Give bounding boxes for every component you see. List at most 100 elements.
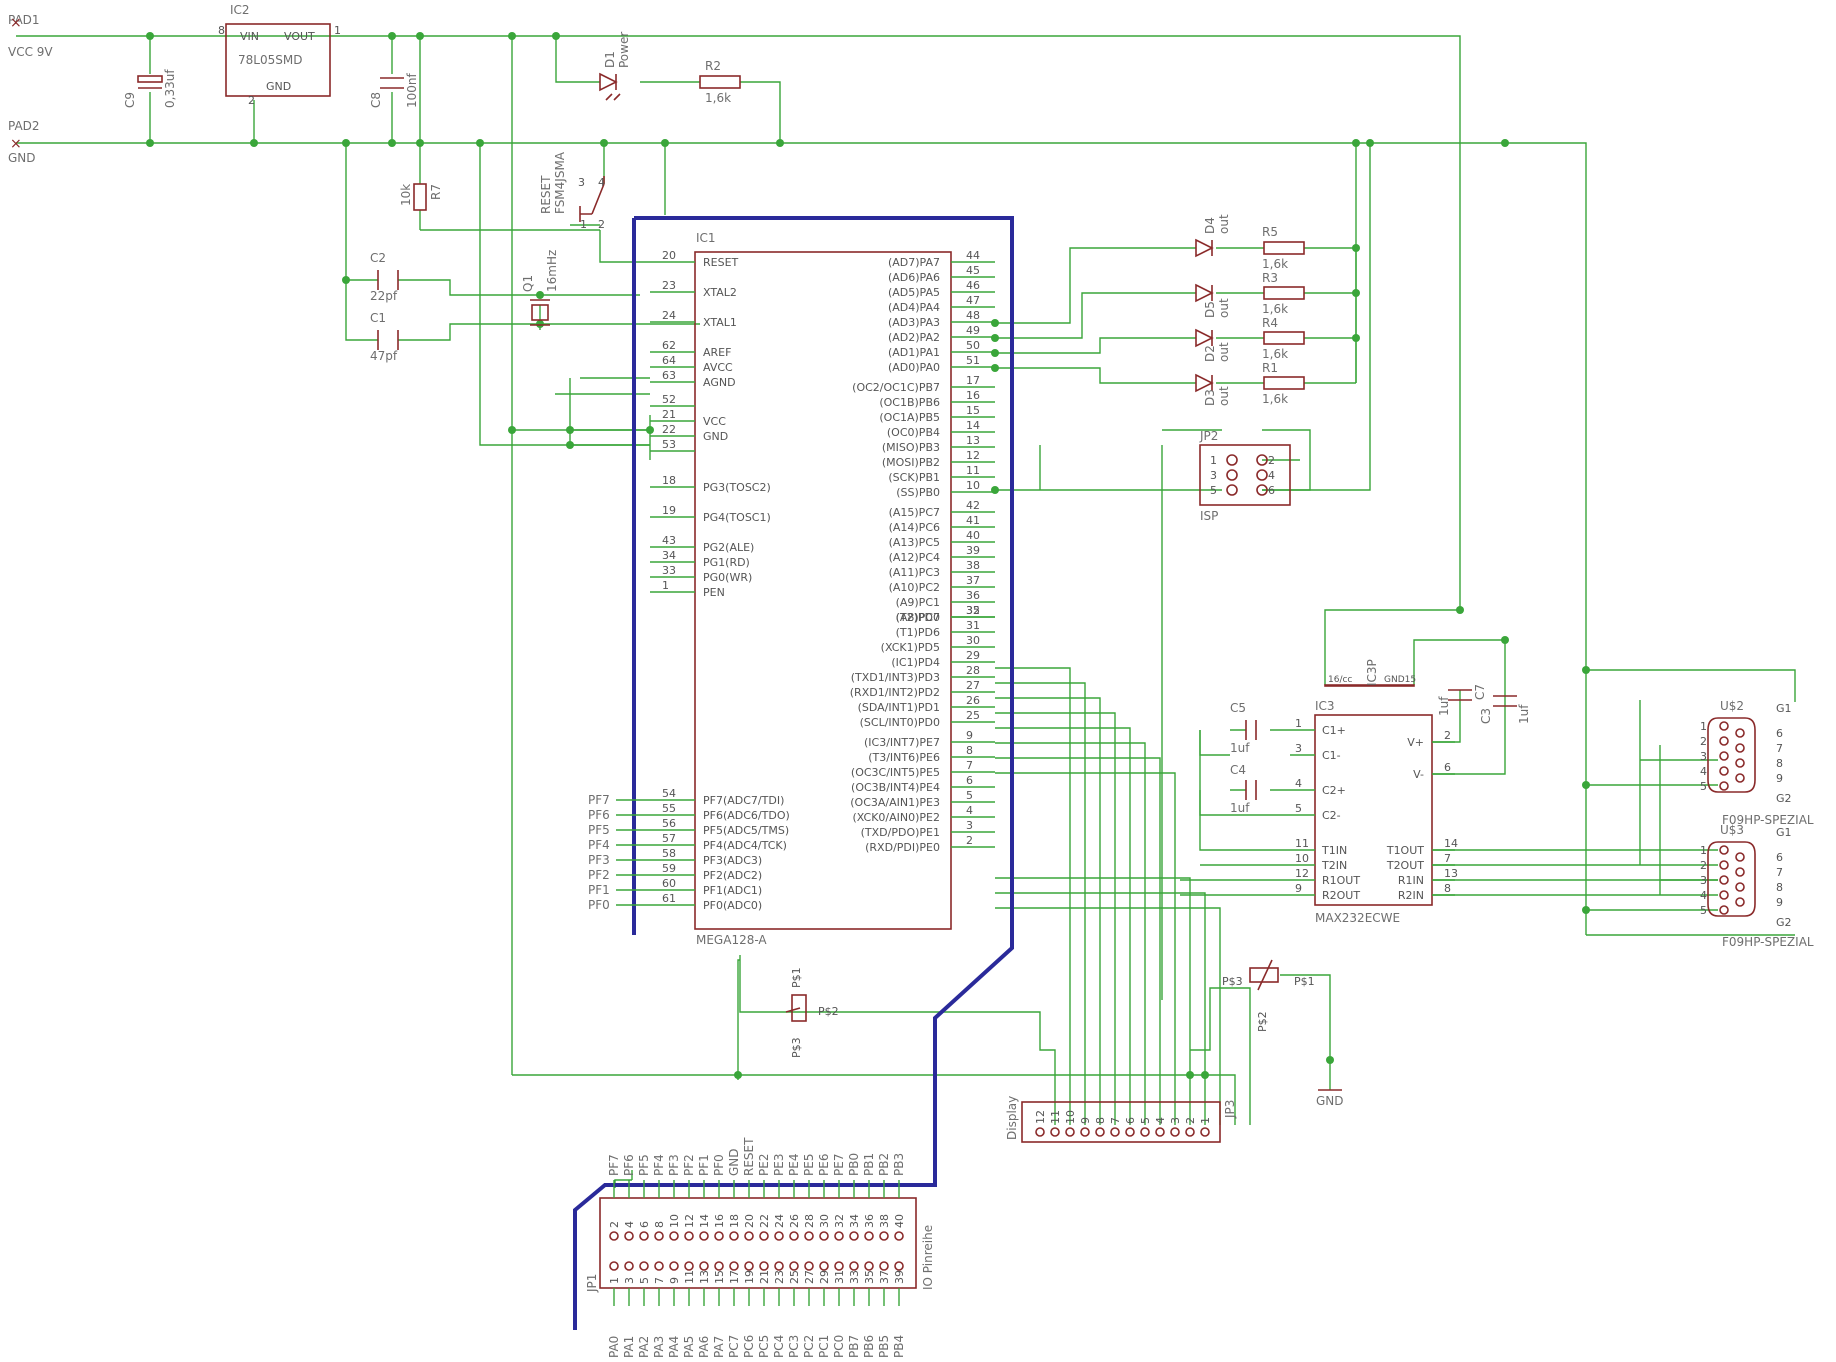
- capacitor-c5: C5 1uf: [1230, 701, 1257, 755]
- d1-name: D1: [603, 51, 617, 68]
- jp1-odd-pin-number: 11: [683, 1270, 696, 1284]
- ic3-left-pins: 1C1+3C1-4C2+5C2-11T1IN10T2IN12R1OUT9R2OU…: [1290, 717, 1360, 902]
- c8-name: C8: [369, 92, 383, 108]
- ic1-left-pin-label: PF2(ADC2): [703, 869, 762, 882]
- jp3-pin-circle: [1050, 1127, 1060, 1137]
- pot2-pin-3: P$3: [1222, 975, 1243, 988]
- ic1-right-pin-label: (A9)PC1: [896, 596, 940, 609]
- ic1-right-pin-label: (OC1B)PB6: [879, 396, 940, 409]
- potentiometer-1: P$1 P$2 P$3: [785, 967, 839, 1058]
- resistor-r1: R1 1,6k: [1262, 361, 1305, 406]
- dsub-left-pin-number: 1: [1700, 844, 1707, 857]
- ic3-left-pin-label: T2IN: [1321, 859, 1347, 872]
- jp1-odd-pin-number: 35: [863, 1270, 876, 1284]
- r2-value: 1,6k: [705, 91, 731, 105]
- ic1-left-pin-label: GND: [703, 430, 728, 443]
- jp1-pins: 21PF7PA043PF6PA165PF5PA287PF4PA3109PF3PA…: [607, 1137, 906, 1358]
- jp1-bottom-label: PC1: [817, 1335, 831, 1358]
- ic1-right-pin-number: 25: [966, 709, 980, 722]
- ic2-pin-gnd: GND: [266, 80, 291, 93]
- jp1-top-label: PF0: [712, 1154, 726, 1176]
- dsub-pin-circle: [1719, 875, 1729, 885]
- ic1-left-pin-label: PF0(ADC0): [703, 899, 762, 912]
- gnd-symbol: GND: [1316, 1089, 1344, 1108]
- d3-name: D3: [1203, 389, 1217, 406]
- r2-name: R2: [705, 59, 721, 73]
- jp3-pin-number: 9: [1079, 1117, 1092, 1124]
- r3-name: R3: [1262, 271, 1278, 285]
- ic1-right-pin-number: 7: [966, 759, 973, 772]
- ic1-left-pin-number: 21: [662, 408, 676, 421]
- ic1-right-pin-label: (AD6)PA6: [888, 271, 940, 284]
- dsub-pin-circle: [1719, 890, 1729, 900]
- jp1-even-pin-number: 6: [638, 1221, 651, 1228]
- c2-name: C2: [370, 251, 386, 265]
- ic1-left-pin-number: 63: [662, 369, 676, 382]
- dsub-pin-circle: [1719, 781, 1729, 791]
- jp1-top-label: PF6: [622, 1154, 636, 1176]
- ic1-right-pin-label: (A15)PC7: [889, 506, 940, 519]
- jp1-bottom-label: PA4: [667, 1336, 681, 1358]
- isp-header-jp2: JP2 ISP 1 2 3 4 5 6: [1199, 429, 1291, 523]
- ic1-left-pin-label: PG1(RD): [703, 556, 750, 569]
- jp2-pin-6: 6: [1268, 484, 1275, 497]
- jp1-pin-circle: [654, 1261, 664, 1271]
- ic1-left-pins: 20RESET23XTAL224XTAL162AREF64AVCC63AGND5…: [650, 249, 790, 912]
- c4-name: C4: [1230, 763, 1246, 777]
- capacitor-c2: C2 22pf: [370, 251, 399, 303]
- ic1-left-pin-label: PG4(TOSC1): [703, 511, 771, 524]
- jp1-pin-circle: [669, 1231, 679, 1241]
- ic1-left-pin-label: AGND: [703, 376, 736, 389]
- jp2-pin-4: 4: [1268, 469, 1275, 482]
- ic1-right-pin-label: (RXD1/INT2)PD2: [850, 686, 940, 699]
- jp2-name: JP2: [1199, 429, 1218, 443]
- c8-value: 100nf: [405, 72, 419, 108]
- pad1-net: VCC 9V: [8, 45, 53, 59]
- dsub-shield-2: G2: [1776, 916, 1792, 929]
- ic1-right-pin-number: 8: [966, 744, 973, 757]
- ic1-right-pin-number: 45: [966, 264, 980, 277]
- dsub-right-pin-number: 9: [1776, 896, 1783, 909]
- ic3-left-pin-number: 3: [1295, 742, 1302, 755]
- dsub-left-pin-number: 1: [1700, 720, 1707, 733]
- ic1-left-pin-number: 62: [662, 339, 676, 352]
- ic3-value: MAX232ECWE: [1315, 911, 1400, 925]
- ic3-right-pin-number: 6: [1444, 761, 1451, 774]
- jp1-pin-circle: [894, 1231, 904, 1241]
- jp1-even-pin-number: 28: [803, 1214, 816, 1228]
- jp1-even-pin-number: 18: [728, 1214, 741, 1228]
- jp1-even-pin-number: 32: [833, 1214, 846, 1228]
- jp1-pin-circle: [774, 1261, 784, 1271]
- jp1-pin-circle: [729, 1261, 739, 1271]
- ic1-left-pin-label: PG3(TOSC2): [703, 481, 771, 494]
- jp1-pin-circle: [744, 1261, 754, 1271]
- jp1-bottom-label: PC0: [832, 1335, 846, 1358]
- jp1-pin-circle: [609, 1261, 619, 1271]
- jp3-pin-number: 1: [1199, 1117, 1212, 1124]
- dsub-left-pin-number: 4: [1700, 889, 1707, 902]
- jp1-bottom-label: PA7: [712, 1336, 726, 1358]
- jp1-top-label: PE4: [787, 1154, 801, 1176]
- jp1-bottom-label: PA6: [697, 1336, 711, 1358]
- jp3-pin-circle: [1170, 1127, 1180, 1137]
- ic1-right-pin-label: (OC3A/AIN1)PE3: [850, 796, 940, 809]
- jp3-value: Display: [1005, 1096, 1019, 1140]
- ic3-right-pin-number: 8: [1444, 882, 1451, 895]
- jp1-odd-pin-number: 1: [608, 1277, 621, 1284]
- jp1-even-pin-number: 20: [743, 1214, 756, 1228]
- ic1-right-pin-number: 38: [966, 559, 980, 572]
- jp1-odd-pin-number: 7: [653, 1277, 666, 1284]
- ic1-name: IC1: [696, 231, 716, 245]
- ic1-left-pin-number: 61: [662, 892, 676, 905]
- c1-name: C1: [370, 311, 386, 325]
- jp1-pin-circle: [774, 1231, 784, 1241]
- c3-value: 1uf: [1517, 704, 1531, 724]
- ic3-left-pin-number: 1: [1295, 717, 1302, 730]
- ic1-left-pin-label: PF3(ADC3): [703, 854, 762, 867]
- ic1-left-pin-label: PEN: [703, 586, 725, 599]
- ic3-right-pin-number: 2: [1444, 729, 1451, 742]
- ic3-left-pin-label: C2+: [1322, 784, 1346, 797]
- jp3-pin-number: 8: [1094, 1117, 1107, 1124]
